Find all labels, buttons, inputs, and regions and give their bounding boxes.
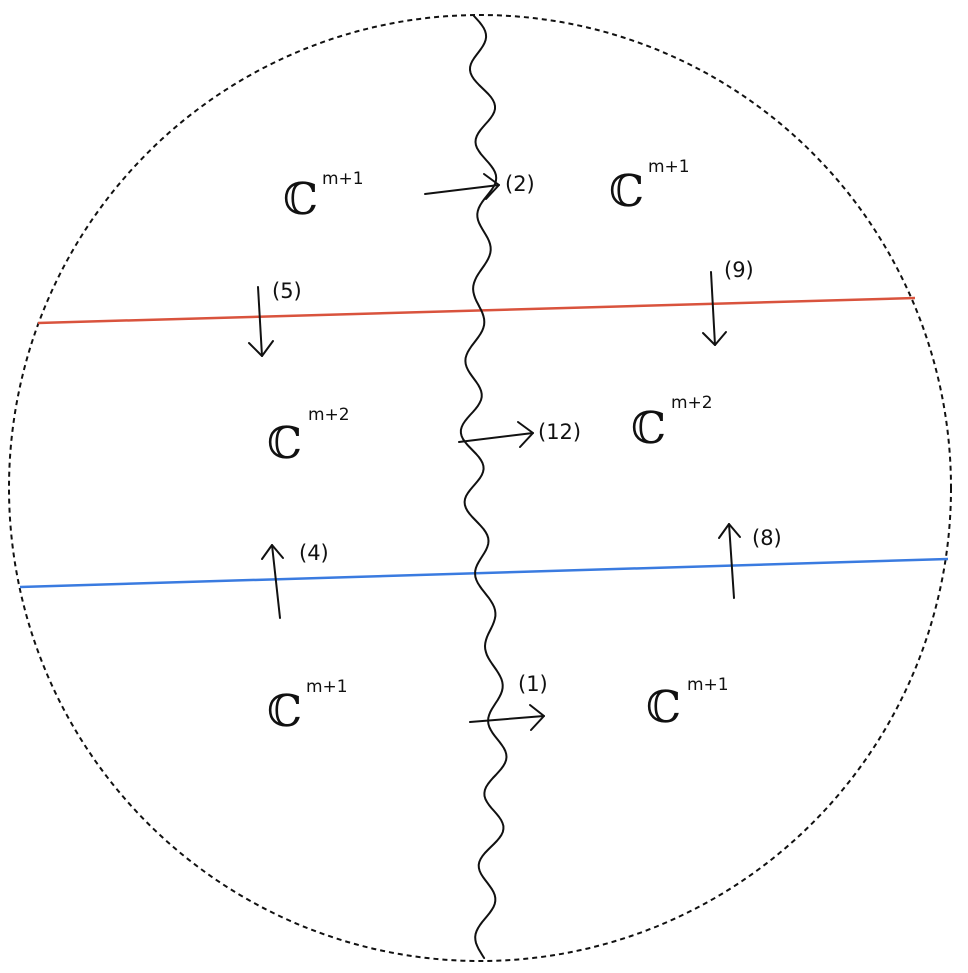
arrow-label-12: (12) xyxy=(538,420,581,444)
space-label-bottom-right: ℂ xyxy=(646,682,681,733)
space-exp-bottom-right: m+1 xyxy=(687,675,729,695)
space-label-mid-right: ℂ xyxy=(631,403,666,454)
arrow-9 xyxy=(702,271,727,346)
arrow-label-9: (9) xyxy=(724,258,754,282)
wavy-vertical-line xyxy=(459,15,508,959)
blue-line xyxy=(19,557,949,589)
arrow-8 xyxy=(718,523,741,599)
arrow-12 xyxy=(458,421,534,448)
space-label-mid-left: ℂ xyxy=(267,418,302,469)
space-exp-top-left: m+1 xyxy=(322,169,364,189)
arrow-label-4: (4) xyxy=(299,541,329,565)
space-exp-mid-left: m+2 xyxy=(308,405,350,425)
space-label-top-left: ℂ xyxy=(283,174,318,225)
space-exp-top-right: m+1 xyxy=(648,157,690,177)
space-exp-bottom-left: m+1 xyxy=(306,677,348,697)
space-exp-mid-right: m+2 xyxy=(671,393,713,413)
dashed-boundary-circle xyxy=(8,14,952,962)
arrow-2 xyxy=(424,173,500,200)
space-label-bottom-left: ℂ xyxy=(267,686,302,737)
arrow-label-8: (8) xyxy=(752,526,782,550)
arrow-label-5: (5) xyxy=(272,279,302,303)
arrow-label-1: (1) xyxy=(518,672,548,696)
space-label-top-right: ℂ xyxy=(609,166,644,217)
arrow-1 xyxy=(469,704,545,731)
red-line xyxy=(37,296,916,325)
arrow-5 xyxy=(248,286,274,357)
arrow-4 xyxy=(261,544,284,619)
arrow-label-2: (2) xyxy=(505,172,535,196)
